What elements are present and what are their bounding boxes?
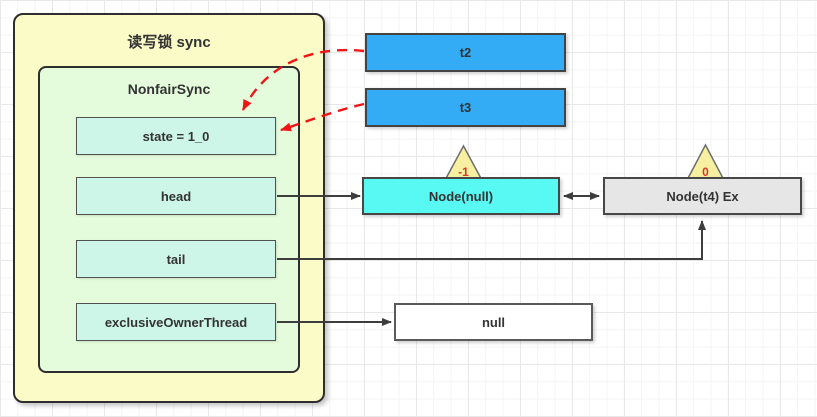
- state-field: state = 1_0: [76, 117, 276, 155]
- thread-t2-box: t2: [365, 33, 566, 72]
- thread-t3-box: t3: [365, 88, 566, 127]
- tail-to-node-arrow: [277, 220, 706, 260]
- tail-field: tail: [76, 240, 276, 278]
- nonfairsync-title: NonfairSync: [127, 81, 211, 97]
- owner-null-box: null: [394, 303, 593, 341]
- head-node-box: Node(null): [362, 177, 560, 215]
- thread-t2-label: t2: [459, 45, 472, 60]
- head-node-label: Node(null): [428, 188, 494, 204]
- exclusive-owner-thread-field: exclusiveOwnerThread: [76, 303, 276, 341]
- head-field: head: [76, 177, 276, 215]
- state-field-label: state = 1_0: [142, 128, 210, 144]
- thread-t3-label: t3: [459, 100, 472, 115]
- owner-null-label: null: [481, 314, 506, 330]
- tail-field-label: tail: [166, 251, 186, 267]
- head-field-label: head: [160, 188, 192, 204]
- lock-container-title: 读写锁 sync: [127, 34, 211, 51]
- tail-node-box: Node(t4) Ex: [603, 177, 802, 215]
- exclusive-owner-thread-label: exclusiveOwnerThread: [104, 314, 248, 330]
- tail-node-label: Node(t4) Ex: [666, 188, 739, 204]
